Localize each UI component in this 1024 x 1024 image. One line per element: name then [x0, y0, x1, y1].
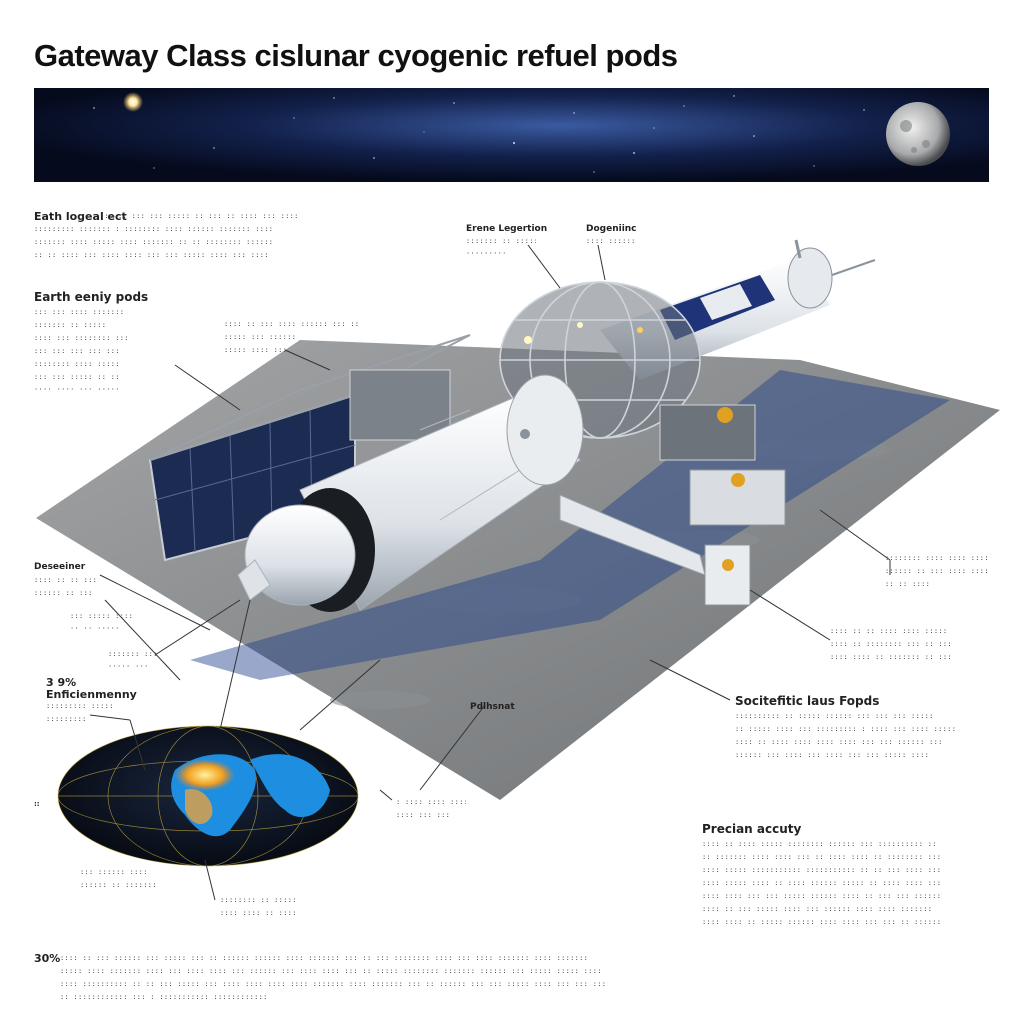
callout-lines: [89, 244, 891, 901]
pod-label: Pdlhsnat: [470, 702, 515, 712]
mid-left-callout-text: :::: :: ::: :::: :::::: ::: :: ::::: :::…: [224, 320, 360, 354]
efficiency-text: ::::::::: ::::: :::::::::: [46, 702, 114, 722]
earth-pods-text: ::: ::: :::: ::::::: ::::::: :: ::::: ::…: [34, 308, 129, 390]
efficiency-percent: 3 9%: [46, 676, 77, 689]
efficiency-heading: Enficienmenny: [46, 688, 137, 701]
page-title: Gateway Class cislunar cyogenic refuel p…: [34, 38, 678, 73]
left-mid-label: Deseeiner: [34, 562, 86, 572]
star-icon: [123, 92, 143, 112]
space-banner-graphic: [34, 88, 989, 182]
top-center-label-b: Dogeniinc: [586, 224, 637, 234]
intro-text-line: ::: :: ::: ::: ::::: :: ::: :: :::: ::: …: [100, 212, 299, 220]
earth-pods-heading: Earth eeniy pods: [34, 290, 149, 304]
intro-text-body: ::::::::: ::::::: : :::::::: :::: ::::::…: [34, 225, 274, 259]
scientific-text: :::::::::: :: ::::: :::::: ::: ::: ::: :…: [735, 712, 957, 759]
connector-arm: [559, 494, 706, 576]
top-center-label-a: Erene Legertion: [466, 224, 548, 234]
scientific-heading: Socitefitic laus Fopds: [735, 694, 880, 708]
footer-text: :::: :: ::: :::::: ::: ::::: ::: :: ::::…: [60, 954, 607, 1000]
bottom-center-text: : :::: :::: :::: :::: ::: ::: ::::: ::::…: [396, 798, 466, 826]
right-callout-text-a: :::::::: :::: :::: :::: :::::: :: ::: ::…: [885, 554, 989, 588]
globe-bottom-left-text: ::: :::::: :::: :::::: :: ::::::: :::: :…: [80, 868, 157, 896]
space-banner: [34, 88, 989, 182]
machinery-blocks: [349, 369, 786, 606]
precision-heading: Precian accuty: [702, 822, 802, 836]
right-callout-text-b: :::: :: :: :::: :::: ::::: :::: :: :::::…: [830, 627, 952, 661]
top-center-text-b: :::: ::::::: [586, 237, 636, 245]
moon-icon: [886, 102, 950, 166]
left-mid-text: :::: :: :: :::: :::::: :: ::: ::::::: [34, 576, 99, 604]
top-center-text-a: ::::::: :: ::::: :::::::::: [466, 237, 536, 255]
intro-heading: Eath logeal ect: [34, 210, 127, 223]
globe-bottom-text: :::::::: :: ::::: :::: :::: :: :::: ::::…: [220, 896, 297, 924]
globe-map-icon: [57, 725, 359, 867]
left-mid-text-2: ::: ::::: :::: :: :: :::::: [70, 612, 134, 630]
globe-legend-marker: ::: [34, 800, 40, 808]
station-shadow: [190, 370, 950, 680]
left-mid-text-3: ::::::: ::: ::::: :::: [108, 650, 158, 668]
footer-percent: 30%: [34, 952, 61, 965]
precision-text: :::: :: :::: ::::: :::::::: :::::: ::: :…: [702, 840, 942, 924]
cryogenic-refuel-pod: [237, 374, 584, 612]
